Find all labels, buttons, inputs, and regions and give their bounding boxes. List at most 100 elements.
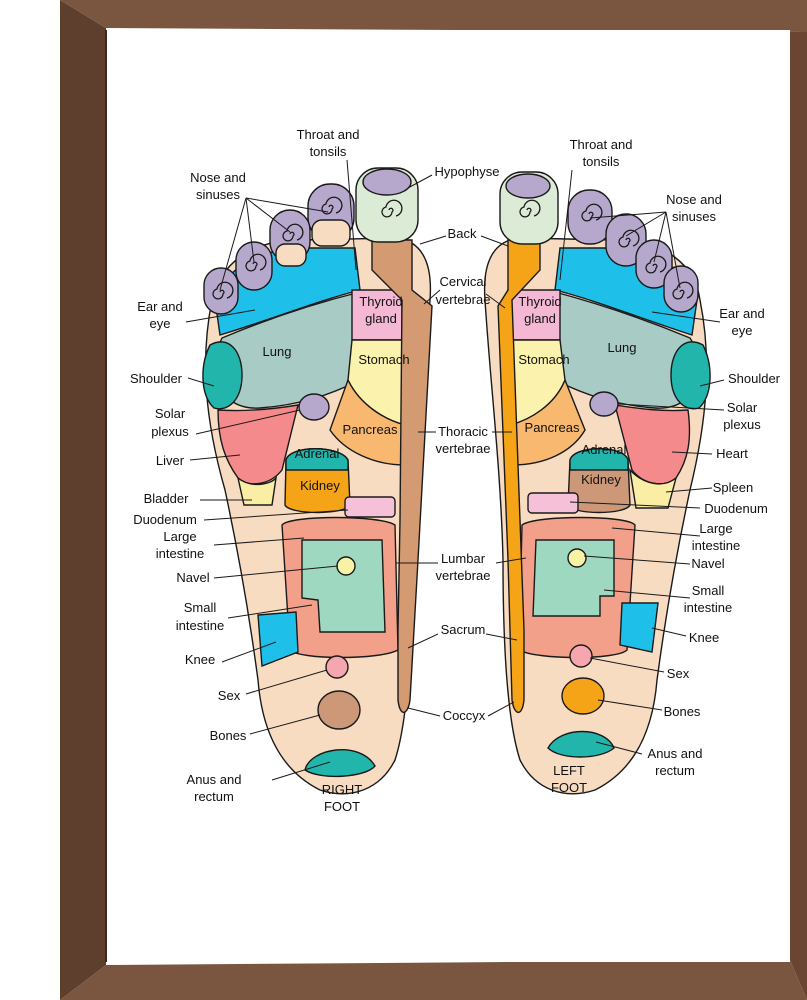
label-nose-left: Nose and bbox=[666, 192, 722, 207]
inner-kidney-left: Kidney bbox=[581, 472, 621, 487]
label-cervical-2: vertebrae bbox=[436, 292, 491, 307]
right-foot bbox=[202, 167, 433, 795]
left-foot-title: LEFT bbox=[553, 763, 585, 778]
label-cervical: Cervical bbox=[440, 274, 487, 289]
spiral-icon bbox=[245, 253, 267, 272]
left-knee-zone bbox=[619, 602, 659, 653]
right-toe-3 bbox=[269, 209, 311, 267]
right-bones-zone bbox=[317, 690, 361, 730]
spiral-icon bbox=[581, 203, 603, 222]
spiral-icon bbox=[282, 223, 304, 242]
label-solar-left-2: plexus bbox=[723, 417, 761, 432]
left-bones-zone bbox=[561, 677, 605, 715]
frame-left-edge bbox=[60, 0, 106, 1000]
left-duodenum-zone bbox=[527, 492, 579, 514]
label-throat-right: Throat and bbox=[297, 127, 360, 142]
label-spleen: Spleen bbox=[713, 480, 753, 495]
label-shoulder-right: Shoulder bbox=[130, 371, 183, 386]
label-ear-right: Ear and bbox=[137, 299, 183, 314]
label-ear-left: Ear and bbox=[719, 306, 765, 321]
label-bones-right: Bones bbox=[210, 728, 247, 743]
inner-adrenal-right: Adrenal bbox=[295, 446, 340, 461]
left-foot-labels: Throat and tonsils Nose and sinuses Ear … bbox=[551, 137, 781, 795]
label-small-left-2: intestine bbox=[684, 600, 732, 615]
right-navel-zone bbox=[336, 556, 356, 576]
left-foot-title-2: FOOT bbox=[551, 780, 587, 795]
label-ear-right-2: eye bbox=[150, 316, 171, 331]
left-toe-5 bbox=[663, 265, 699, 313]
spiral-icon bbox=[672, 281, 694, 300]
label-throat-left-2: tonsils bbox=[583, 154, 620, 169]
label-nose-left-2: sinuses bbox=[672, 209, 717, 224]
right-bladder-zone bbox=[236, 475, 278, 506]
right-anus-zone bbox=[304, 749, 376, 778]
right-small-intestine-zone bbox=[301, 539, 386, 633]
inner-lung-left: Lung bbox=[608, 340, 637, 355]
inner-pancreas-right: Pancreas bbox=[343, 422, 398, 437]
label-navel-left: Navel bbox=[691, 556, 724, 571]
label-large-left-2: intestine bbox=[692, 538, 740, 553]
center-labels: Hypophyse Back Cervical vertebrae Thorac… bbox=[434, 164, 499, 723]
right-spine bbox=[371, 239, 433, 714]
spiral-icon bbox=[645, 255, 667, 274]
label-large-right-2: intestine bbox=[156, 546, 204, 561]
inner-thyroid-left-2: gland bbox=[524, 311, 556, 326]
left-navel-zone bbox=[567, 548, 587, 568]
right-adrenal-zone bbox=[285, 448, 349, 471]
right-knee-zone bbox=[257, 611, 299, 667]
label-lumbar-2: vertebrae bbox=[436, 568, 491, 583]
label-small-right: Small bbox=[184, 600, 217, 615]
frame-top-edge bbox=[60, 0, 807, 32]
label-anus-right: Anus and bbox=[187, 772, 242, 787]
right-solar-plexus-zone bbox=[298, 393, 330, 421]
inner-stomach-left: Stomach bbox=[518, 352, 569, 367]
label-heart: Heart bbox=[716, 446, 748, 461]
right-toe-4 bbox=[235, 241, 273, 291]
label-anus-left-2: rectum bbox=[655, 763, 695, 778]
left-foot bbox=[483, 171, 711, 795]
left-big-toe-nail bbox=[505, 173, 551, 199]
spiral-icon bbox=[618, 229, 640, 248]
left-anus-zone bbox=[547, 730, 615, 758]
right-sex-zone bbox=[325, 655, 349, 679]
left-solar-plexus-zone bbox=[589, 391, 619, 417]
inner-stomach-right: Stomach bbox=[358, 352, 409, 367]
label-shoulder-left: Shoulder bbox=[728, 371, 781, 386]
label-duodenum-right: Duodenum bbox=[133, 512, 197, 527]
frame-bottom-edge bbox=[60, 960, 807, 1000]
left-shoulder-zone bbox=[670, 341, 711, 410]
label-anus-right-2: rectum bbox=[194, 789, 234, 804]
label-solar-right: Solar bbox=[155, 406, 186, 421]
inner-kidney-right: Kidney bbox=[300, 478, 340, 493]
label-solar-left: Solar bbox=[727, 400, 758, 415]
spiral-icon bbox=[212, 281, 234, 300]
label-large-right: Large bbox=[163, 529, 196, 544]
label-sex-right: Sex bbox=[218, 688, 241, 703]
inner-thyroid-right: Thyroid bbox=[359, 294, 402, 309]
inner-pancreas-left: Pancreas bbox=[525, 420, 580, 435]
label-hypophyse: Hypophyse bbox=[434, 164, 499, 179]
label-knee-right: Knee bbox=[185, 652, 215, 667]
label-navel-right: Navel bbox=[176, 570, 209, 585]
label-knee-left: Knee bbox=[689, 630, 719, 645]
label-anus-left: Anus and bbox=[648, 746, 703, 761]
spiral-icon bbox=[519, 199, 541, 218]
right-duodenum-zone bbox=[344, 496, 396, 518]
inner-thyroid-left: Thyroid bbox=[518, 294, 561, 309]
label-liver: Liver bbox=[156, 453, 185, 468]
spiral-icon bbox=[321, 196, 343, 215]
right-big-toe-nail bbox=[362, 168, 412, 196]
inner-lung-right: Lung bbox=[263, 344, 292, 359]
label-ear-left-2: eye bbox=[732, 323, 753, 338]
inner-thyroid-right-2: gland bbox=[365, 311, 397, 326]
right-foot-inner-labels: Lung Thyroid gland Stomach Pancreas Adre… bbox=[263, 294, 410, 493]
label-nose-right-2: sinuses bbox=[196, 187, 241, 202]
label-large-left: Large bbox=[699, 521, 732, 536]
left-sex-zone bbox=[569, 644, 593, 668]
label-throat-right-2: tonsils bbox=[310, 144, 347, 159]
label-thoracic-2: vertebrae bbox=[436, 441, 491, 456]
inner-adrenal-left: Adrenal bbox=[582, 442, 627, 457]
label-nose-right: Nose and bbox=[190, 170, 246, 185]
label-bladder: Bladder bbox=[144, 491, 189, 506]
